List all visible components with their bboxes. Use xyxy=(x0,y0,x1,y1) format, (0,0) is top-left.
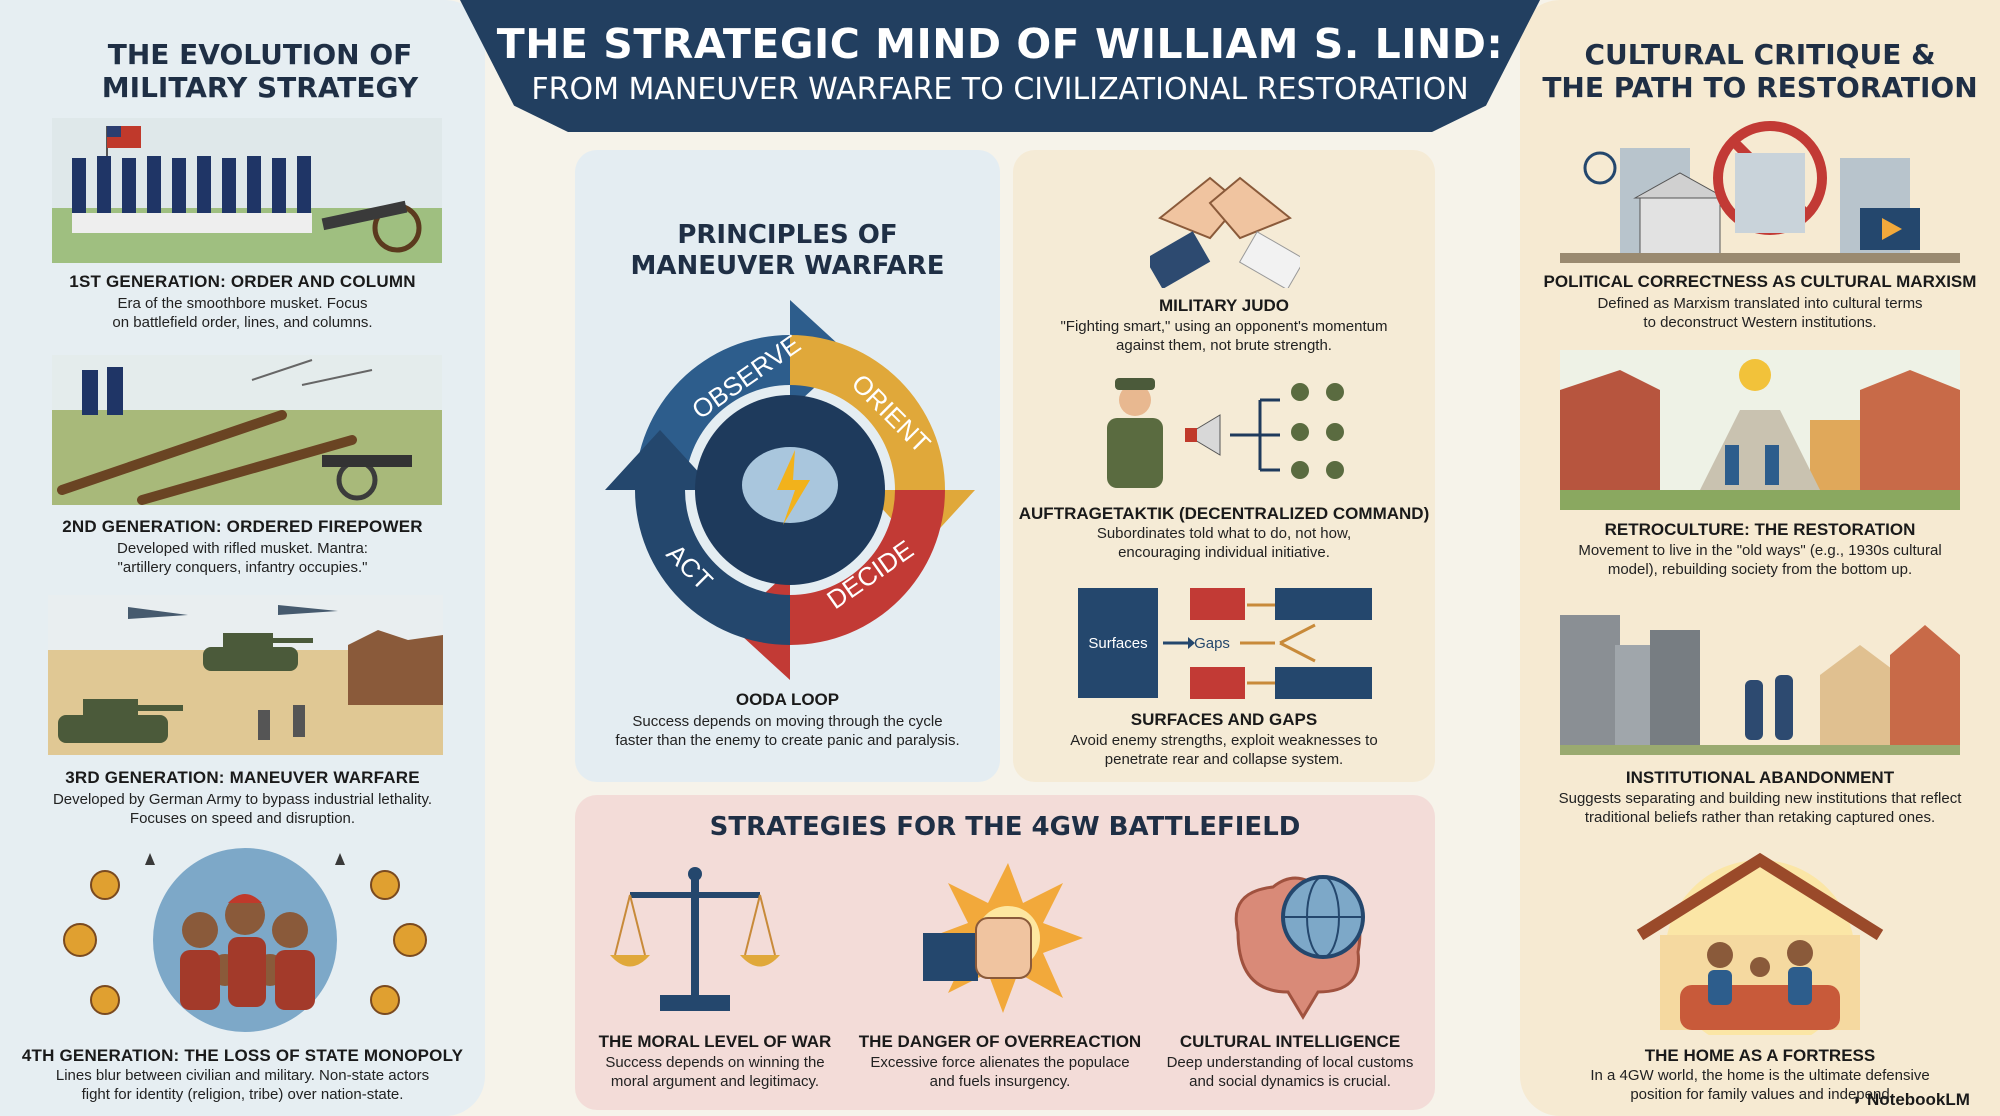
overreaction-desc-line2: and fuels insurgency. xyxy=(929,1073,1071,1090)
notebooklm-logo-icon: ◗ xyxy=(1852,1090,1867,1109)
first-gen-soldiers-illustration xyxy=(52,118,442,263)
notebooklm-logo[interactable]: ◗ NotebookLM xyxy=(1852,1090,1970,1110)
surfaces-gaps-title: SURFACES AND GAPS xyxy=(1130,710,1318,729)
gen2-title: 2ND GENERATION: ORDERED FIREPOWER xyxy=(62,517,423,536)
judo-desc-line1: "Fighting smart," using an opponent's mo… xyxy=(1060,318,1388,335)
abandonment-desc-line2: traditional beliefs rather than retaking… xyxy=(1584,809,1936,826)
right-title-line1: CULTURAL CRITIQUE & xyxy=(1584,38,1936,71)
pc-marxism-desc: Defined as Marxism translated into cultu… xyxy=(1520,294,2000,332)
home-fortress-desc-line1: In a 4GW world, the home is the ultimate… xyxy=(1590,1067,1930,1084)
notebooklm-logo-text: NotebookLM xyxy=(1867,1090,1970,1109)
ooda-title: OODA LOOP xyxy=(735,690,840,709)
surfaces-label: Surfaces xyxy=(1088,635,1147,652)
cultural-intel-title: CULTURAL INTELLIGENCE xyxy=(1179,1032,1401,1051)
ooda-desc-line2: faster than the enemy to create panic an… xyxy=(615,732,960,749)
retroculture-town-illustration xyxy=(1560,350,1960,510)
home-fortress-title: THE HOME AS A FORTRESS xyxy=(1644,1046,1876,1065)
home-fortress-desc: In a 4GW world, the home is the ultimate… xyxy=(1520,1066,2000,1104)
abandonment-title: INSTITUTIONAL ABANDONMENT xyxy=(1625,768,1895,787)
cultural-marxism-illustration xyxy=(1560,121,1960,263)
gen4-desc-line1: Lines blur between civilian and military… xyxy=(55,1067,430,1084)
retroculture-desc-line1: Movement to live in the "old ways" (e.g.… xyxy=(1578,542,1942,559)
gen1-title: 1ST GENERATION: ORDER AND COLUMN xyxy=(69,272,416,291)
auftragstaktik-desc: Subordinates told what to do, not how, e… xyxy=(1013,524,1435,562)
cultural-intel-desc-line1: Deep understanding of local customs xyxy=(1166,1054,1414,1071)
overreaction-desc-line1: Excessive force alienates the populace xyxy=(870,1054,1130,1071)
gen3-desc-line2: Focuses on speed and disruption. xyxy=(129,810,356,827)
retroculture-title: RETROCULTURE: THE RESTORATION xyxy=(1604,520,1916,539)
ooda-desc: Success depends on moving through the cy… xyxy=(575,712,1000,750)
right-title-line2: THE PATH TO RESTORATION xyxy=(1542,71,1978,104)
page-title: THE STRATEGIC MIND OF WILLIAM S. LIND: xyxy=(496,20,1504,68)
gen1-desc-line1: Era of the smoothbore musket. Focus xyxy=(117,295,368,312)
ooda-loop-diagram: OBSERVE ORIENT DECIDE ACT xyxy=(605,300,975,680)
strategies-title: STRATEGIES FOR THE 4GW BATTLEFIELD xyxy=(709,812,1301,842)
scales-of-justice-icon xyxy=(610,867,780,1011)
surfaces-gaps-desc: Avoid enemy strengths, exploit weaknesse… xyxy=(1013,731,1435,769)
gen4-title: 4TH GENERATION: THE LOSS OF STATE MONOPO… xyxy=(21,1046,464,1065)
gen3-desc-line1: Developed by German Army to bypass indus… xyxy=(52,791,433,808)
cultural-intel-desc-line2: and social dynamics is crucial. xyxy=(1189,1073,1391,1090)
fist-explosion-icon xyxy=(923,863,1083,1013)
gen1-desc: Era of the smoothbore musket. Focus on b… xyxy=(20,294,465,332)
surfaces-gaps-desc-line1: Avoid enemy strengths, exploit weaknesse… xyxy=(1070,732,1378,749)
handshake-judo-icon xyxy=(1150,176,1300,288)
retroculture-desc: Movement to live in the "old ways" (e.g.… xyxy=(1520,541,2000,579)
gaps-label: Gaps xyxy=(1194,635,1230,652)
retroculture-desc-line2: model), rebuilding society from the bott… xyxy=(1607,561,1913,578)
header-banner xyxy=(460,0,1540,132)
judo-desc: "Fighting smart," using an opponent's mo… xyxy=(1013,317,1435,355)
abandonment-desc-line1: Suggests separating and building new ins… xyxy=(1558,790,1962,807)
principles-title-line1: PRINCIPLES OF xyxy=(677,220,898,250)
gen2-desc: Developed with rifled musket. Mantra: "a… xyxy=(20,539,465,577)
fourth-gen-people-illustration xyxy=(63,848,427,1032)
institutional-abandonment-illustration xyxy=(1560,615,1960,755)
judo-title: MILITARY JUDO xyxy=(1158,296,1290,315)
gen2-desc-line2: "artillery conquers, infantry occupies." xyxy=(117,559,368,576)
principles-title: PRINCIPLES OF MANEUVER WARFARE xyxy=(575,220,1000,282)
home-fortress-desc-line2: position for family values and independ xyxy=(1630,1086,1890,1103)
gen4-desc: Lines blur between civilian and military… xyxy=(20,1066,465,1104)
pc-marxism-title: POLITICAL CORRECTNESS AS CULTURAL MARXIS… xyxy=(1543,272,1977,291)
right-column-title: CULTURAL CRITIQUE & THE PATH TO RESTORAT… xyxy=(1520,38,2000,104)
gen3-title: 3RD GENERATION: MANEUVER WARFARE xyxy=(65,768,420,787)
act-arrow xyxy=(605,430,790,645)
gen1-desc-line2: on battlefield order, lines, and columns… xyxy=(112,314,373,331)
judo-desc-line2: against them, not brute strength. xyxy=(1116,337,1332,354)
surfaces-gaps-diagram: Surfaces Gaps xyxy=(1078,588,1372,699)
pc-marxism-desc-line2: to deconstruct Western institutions. xyxy=(1643,314,1877,331)
page-subtitle: FROM MANEUVER WARFARE TO CIVILIZATIONAL … xyxy=(531,72,1469,107)
overreaction-title: THE DANGER OF OVERREACTION xyxy=(858,1032,1142,1051)
gen3-desc: Developed by German Army to bypass indus… xyxy=(20,790,465,828)
auftragstaktik-title: AUFTRAGETAKTIK (DECENTRALIZED COMMAND) xyxy=(1018,504,1430,523)
second-gen-rifles-illustration xyxy=(52,355,442,505)
moral-level-title: THE MORAL LEVEL OF WAR xyxy=(598,1032,832,1051)
gen2-desc-line1: Developed with rifled musket. Mantra: xyxy=(117,540,368,557)
decentralized-command-icon xyxy=(1107,378,1344,488)
principles-title-line2: MANEUVER WARFARE xyxy=(630,251,945,281)
gen4-desc-line2: fight for identity (religion, tribe) ove… xyxy=(81,1086,404,1103)
left-title-line2: MILITARY STRATEGY xyxy=(101,71,419,104)
left-title-line1: THE EVOLUTION OF xyxy=(107,38,413,71)
overreaction-desc: Excessive force alienates the populace a… xyxy=(855,1053,1145,1091)
lightning-icon xyxy=(777,450,810,525)
ooda-desc-line1: Success depends on moving through the cy… xyxy=(632,713,943,730)
auftragstaktik-desc-line1: Subordinates told what to do, not how, xyxy=(1096,525,1352,542)
left-column-title: THE EVOLUTION OF MILITARY STRATEGY xyxy=(40,38,480,104)
surfaces-gaps-desc-line2: penetrate rear and collapse system. xyxy=(1104,751,1344,768)
moral-level-desc-line1: Success depends on winning the xyxy=(605,1054,825,1071)
auftragstaktik-desc-line2: encouraging individual initiative. xyxy=(1118,544,1330,561)
third-gen-tanks-illustration xyxy=(48,595,443,755)
moral-level-desc: Success depends on winning the moral arg… xyxy=(575,1053,855,1091)
moral-level-desc-line2: moral argument and legitimacy. xyxy=(610,1073,820,1090)
abandonment-desc: Suggests separating and building new ins… xyxy=(1520,789,2000,827)
pc-marxism-desc-line1: Defined as Marxism translated into cultu… xyxy=(1597,295,1923,312)
home-fortress-illustration xyxy=(1636,852,1884,1035)
brain-globe-icon xyxy=(1234,875,1365,1020)
cultural-intel-desc: Deep understanding of local customs and … xyxy=(1145,1053,1435,1091)
